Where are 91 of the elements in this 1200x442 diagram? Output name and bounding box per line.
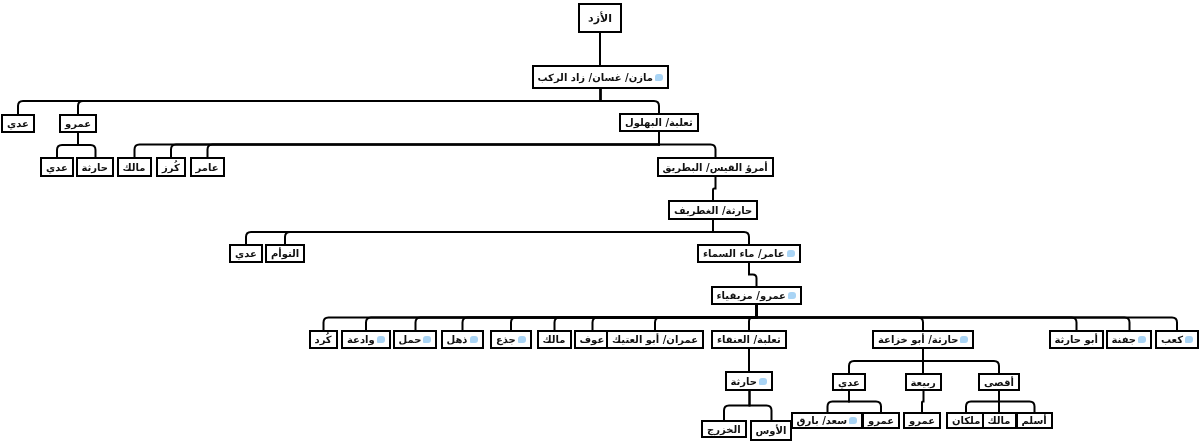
name-box — [749, 420, 793, 441]
tree-connector — [77, 132, 97, 158]
name-box — [981, 412, 1017, 429]
name-label: أقصى — [984, 376, 1014, 388]
name-label: الأزد — [588, 11, 612, 25]
name-label: عمرو — [65, 118, 91, 129]
name-label: حارثة — [81, 161, 109, 173]
name-box — [872, 330, 975, 349]
name-box — [724, 371, 774, 391]
name-box — [189, 157, 225, 177]
name-box — [978, 373, 1020, 391]
name-label: التوأم — [271, 248, 300, 259]
name-box — [341, 330, 391, 349]
name-label: أبو حارثة — [1054, 334, 1098, 345]
name-label: سعد/ بارق — [796, 415, 848, 426]
name-box — [536, 330, 572, 349]
name-label: ثعلبة/ البهلول — [625, 117, 693, 128]
name-label: عمران/ أبو العتيك — [612, 334, 699, 345]
name-box — [790, 412, 864, 429]
name-box — [265, 244, 306, 263]
name-box — [75, 157, 115, 177]
name-label: ثعلبة/ العنقاء — [717, 334, 781, 345]
tree-connector — [748, 262, 758, 287]
name-box — [1048, 330, 1104, 349]
name-label: حارثة/ أبو خزاعة — [878, 334, 959, 345]
name-label: ذهل — [446, 334, 468, 345]
name-label: كُرز — [162, 161, 180, 173]
name-box — [59, 114, 97, 133]
name-box — [668, 200, 759, 220]
name-label: عمرو — [868, 415, 894, 426]
name-box — [531, 65, 669, 89]
name-label: كُرد — [314, 334, 332, 345]
name-label: مازن/ غسان/ زاد الركب — [537, 71, 653, 83]
name-box — [619, 113, 699, 132]
name-box — [710, 286, 802, 305]
tree-connector — [599, 32, 601, 66]
name-box — [1015, 412, 1053, 429]
name-label: عوف — [579, 334, 605, 345]
name-label: عامر — [195, 161, 219, 173]
name-label: حارثة/ الغطريف — [674, 204, 753, 216]
tree-connector — [599, 88, 660, 114]
name-box — [697, 244, 801, 263]
name-box — [832, 373, 866, 391]
tree-connector — [658, 131, 717, 158]
name-box — [1155, 330, 1200, 349]
name-label: عدي — [838, 376, 860, 388]
name-label: مالك — [987, 415, 1011, 426]
tree-connector — [712, 176, 717, 201]
tree-connector — [748, 348, 750, 372]
name-label: مالك — [122, 161, 146, 173]
name-label: حمل — [398, 334, 422, 345]
name-label: ملكان — [952, 415, 981, 426]
name-label: الأوس — [755, 425, 787, 436]
name-box — [440, 330, 484, 349]
name-label: عدي — [235, 248, 257, 259]
name-label: أمرؤ القيس/ البطريق — [662, 161, 768, 173]
name-box — [656, 157, 774, 177]
name-label: مالك — [542, 334, 566, 345]
name-box — [578, 3, 622, 33]
tree-connector — [921, 390, 925, 413]
name-label: عامر/ ماء السماء — [703, 248, 785, 259]
name-label: عمرو/ مزيقياء — [716, 290, 786, 301]
name-box — [308, 330, 338, 349]
name-box — [1105, 330, 1153, 349]
name-box — [606, 330, 705, 349]
name-label: حارثة — [730, 375, 758, 387]
name-box — [701, 420, 747, 438]
name-label: عدي — [46, 161, 68, 173]
name-label: عمرو — [909, 415, 935, 426]
name-box — [903, 412, 941, 429]
name-label: كعب — [1161, 334, 1184, 345]
tree-connector — [998, 390, 1036, 413]
name-box — [490, 330, 532, 349]
name-box — [156, 157, 186, 177]
name-label: جذع — [496, 334, 516, 345]
name-box — [392, 330, 438, 349]
name-box — [1, 114, 35, 133]
name-label: أسلم — [1021, 415, 1047, 426]
name-label: الخزرج — [707, 423, 741, 435]
name-box — [711, 330, 787, 349]
name-box — [116, 157, 152, 177]
name-label: ربيعة — [910, 376, 936, 388]
name-box — [40, 157, 74, 177]
name-label: عدي — [7, 118, 29, 129]
name-label: جفنة — [1111, 334, 1137, 345]
tree-connector — [922, 348, 1000, 374]
tree-connector — [712, 219, 750, 245]
name-box — [862, 412, 900, 429]
name-label: وادعة — [347, 334, 375, 345]
name-box — [229, 244, 263, 263]
name-box — [904, 373, 942, 391]
